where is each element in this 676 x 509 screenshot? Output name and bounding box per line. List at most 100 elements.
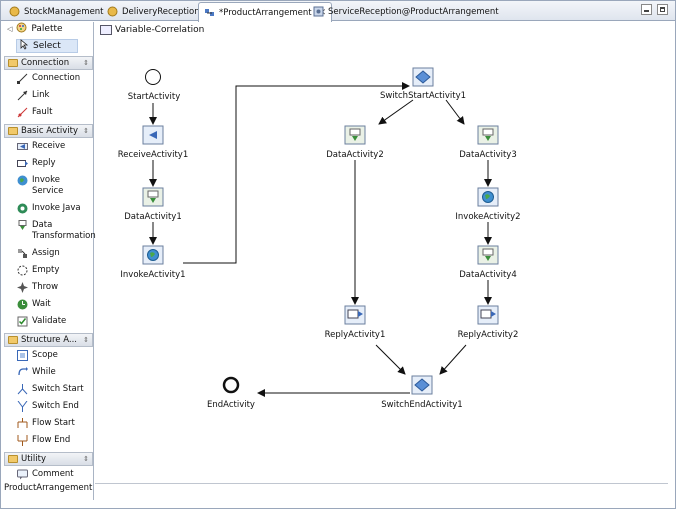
fault-icon [17,107,28,118]
palette-item-empty[interactable]: Empty [4,262,93,279]
process-icon [9,6,20,17]
data-arrow [150,198,156,203]
palette-item-validate[interactable]: Validate [4,313,93,330]
switch-start-icon [17,384,28,395]
node-label: StartActivity [128,92,181,102]
palette-item-while[interactable]: While [4,364,93,381]
palette-header[interactable]: ◁ Palette [4,22,93,36]
switch-end-node[interactable]: SwitchEndActivity1 [381,375,463,410]
palette-item-label: Assign [32,248,60,258]
palette-item-reply[interactable]: Reply [4,155,93,172]
tab-stock-management[interactable]: StockManagement [4,2,109,21]
palette-drawer-header[interactable]: Basic Activity ⇕ [4,124,93,138]
connection[interactable] [445,99,465,125]
palette-item-comment[interactable]: Comment [4,466,93,483]
connection[interactable] [439,344,467,375]
start-node[interactable]: StartActivity [128,69,181,103]
data-activity-node[interactable]: DataActivity3 [459,125,517,160]
palette-item-link[interactable]: Link [4,87,93,104]
palette-item-wait[interactable]: Wait [4,296,93,313]
data-doc [147,190,159,198]
node-label: ReceiveActivity1 [118,150,188,160]
globe-land [485,194,490,199]
invoke-activity-node[interactable]: InvokeActivity1 [120,245,186,280]
connection[interactable] [378,99,414,125]
palette-item-flow-end[interactable]: Flow End [4,432,93,449]
end-node[interactable]: EndActivity [207,376,255,410]
flow-icon [204,7,215,18]
node-label: DataActivity2 [326,150,384,160]
palette-item-label: Scope [32,350,58,360]
variable-correlation-button[interactable]: Variable-Correlation [100,25,204,35]
data-arrow [485,136,491,141]
palette-item-label: Connection [32,73,81,83]
canvas-status-strip [95,483,668,500]
drawer-label: Basic Activity [21,126,78,136]
switch-start-node[interactable]: SwitchStartActivity1 [380,67,466,101]
envelope [347,309,359,319]
flow-start-icon [17,418,28,429]
palette-drawer-header[interactable]: Utility ⇕ [4,452,93,466]
drawer-label: Utility [21,454,47,464]
palette-item-switch-start[interactable]: Switch Start [4,381,93,398]
receive-arrow [149,131,157,139]
reply-activity-node[interactable]: ReplyActivity2 [458,305,519,340]
reply-activity-node[interactable]: ReplyActivity1 [325,305,386,340]
pin-icon[interactable]: ⇕ [83,336,89,344]
receive-activity-node[interactable]: ReceiveActivity1 [118,125,188,160]
tab-label: DeliveryReception [122,6,200,17]
palette-drawer-header[interactable]: Structure A...⇕ [4,333,93,347]
palette-item-fault[interactable]: Fault [4,104,93,121]
pin-icon[interactable]: ⇕ [83,59,89,67]
palette-item-label: Comment [32,469,74,479]
palette-item-receive[interactable]: Receive [4,138,93,155]
node-label: DataActivity3 [459,150,517,160]
envelope [480,309,492,319]
editor-tab-bar: StockManagement DeliveryReception *Produ… [0,0,676,22]
palette-item-label: Data Transformation [32,220,96,241]
palette-item-label: Fault [32,107,53,117]
palette-drawer-header[interactable]: Connection⇕ [4,56,93,70]
maximize-button[interactable] [657,4,668,15]
switch-diamond [414,378,430,392]
palette-item-data-transformation[interactable]: Data Transformation [4,217,96,245]
pin-icon[interactable]: ⇕ [83,127,89,135]
palette-item-label: Empty [32,265,60,275]
wait-icon [17,299,28,310]
tab-service-reception[interactable]: ServiceReception@ProductArrangement [308,2,504,21]
palette-item-throw[interactable]: Throw [4,279,93,296]
folder-icon [8,59,18,67]
palette-item-invoke-java[interactable]: Invoke Java [4,200,93,217]
palette-item-switch-end[interactable]: Switch End [4,398,93,415]
select-tool[interactable]: Select [16,39,78,53]
connections [149,82,492,397]
globe-land [150,252,155,257]
collapse-palette-icon[interactable]: ◁ [7,25,13,33]
data-transformation-icon [17,220,28,231]
palette-drawer: Utility ⇕ Comment [4,452,93,483]
palette-item-invoke-service[interactable]: Invoke Service [4,172,93,200]
minimize-button[interactable] [641,4,652,15]
palette-item-connection[interactable]: Connection [4,70,93,87]
node-label: SwitchStartActivity1 [380,91,466,101]
data-activity-node[interactable]: DataActivity2 [326,125,384,160]
receive-icon [17,141,28,152]
palette-item-label: Link [32,90,50,100]
palette-item-assign[interactable]: Assign [4,245,93,262]
tab-delivery-reception[interactable]: DeliveryReception [102,2,205,21]
connection[interactable] [375,344,406,375]
invoke-activity-node[interactable]: InvokeActivity2 [455,187,521,222]
pin-icon[interactable]: ⇕ [83,455,89,463]
data-activity-node[interactable]: DataActivity4 [459,245,517,280]
comment-icon [17,469,28,480]
palette-item-flow-start[interactable]: Flow Start [4,415,93,432]
folder-icon [8,455,18,463]
palette-item-scope[interactable]: Scope [4,347,93,364]
connection[interactable] [183,82,410,264]
data-activity-node[interactable]: DataActivity1 [124,187,182,222]
palette-item-label: Invoke Service [32,175,64,196]
